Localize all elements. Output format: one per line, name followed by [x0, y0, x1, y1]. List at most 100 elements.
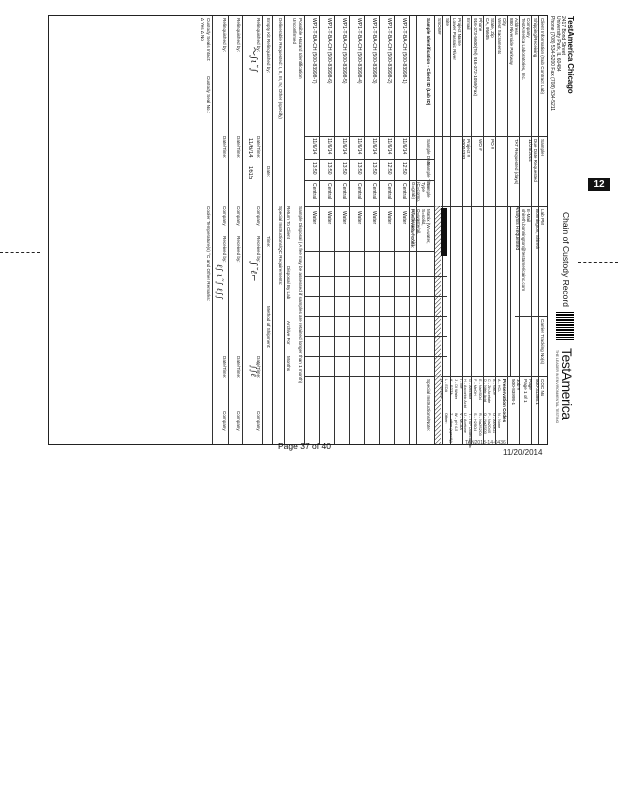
project-label: Project Name [457, 18, 462, 46]
sample-type: Central [341, 183, 347, 200]
lab-pm-label: Lab PM [540, 209, 545, 225]
sample-time: 12:50 [386, 162, 392, 175]
po-label: PO # [490, 139, 495, 150]
datetime-label-1: Date/Time: [256, 136, 261, 159]
preservation-code-item: D - Nitric Acid [482, 379, 487, 402]
project-no-value: 50004393 [461, 139, 466, 160]
grid-line [284, 16, 285, 444]
months-label: Months [286, 356, 291, 372]
grid-vline [305, 376, 435, 377]
address-value: 880 Riverside Parkway [509, 18, 514, 65]
sample-matrix: Water [356, 211, 362, 225]
kit-date-label: Date: [266, 166, 271, 177]
grid-line [434, 16, 435, 444]
sample-matrix: Water [326, 211, 332, 225]
phone-value: 916-373-5600(Tel) 916-372-1059(Fax) [473, 18, 478, 97]
form-grid: Client Information (Sub Contract Lab) Sh… [48, 15, 548, 448]
grid-vline [305, 336, 447, 337]
grid-vline [305, 159, 435, 160]
analysis-header: Analysis Requested [510, 206, 520, 376]
lab-address-line2: University Park, IL 60484 [554, 16, 561, 72]
sample-id: WP1-T-BA-CH (500-83998-1) [401, 18, 407, 84]
sample-date: 11/6/14 [311, 138, 317, 155]
job-stamp: TAN2013-14-0436 [465, 440, 506, 446]
company-label-3: Company [222, 206, 227, 226]
coc-label: COC No [540, 379, 545, 397]
preservation-code-item: C - Zn Acetate [487, 379, 492, 404]
sample-date: 11/6/14 [326, 138, 332, 155]
page-value: Page 1 of 1 [523, 379, 528, 403]
date-stamp: 11/20/2014 [503, 448, 543, 457]
datetime-label-3: Date/Time: [222, 136, 227, 159]
special-header: Special Instructions/Note: [426, 379, 431, 432]
sample-id: WP1-T-BA-CH (500-83998-6) [326, 18, 332, 84]
preservation-code-item: S - H2SO4 [473, 413, 477, 432]
site-label: Site [445, 18, 450, 26]
sample-time: 13:50 [371, 162, 377, 175]
seals-label: Custody Seals Intact: [206, 18, 211, 62]
analysis-fill-bar [441, 208, 447, 256]
grid-vline [305, 206, 435, 207]
preservation-code-item: W - pH 4-5 [453, 413, 458, 432]
email-label: Email [466, 18, 471, 30]
preservation-code-item: H - Ascorbic Acid [463, 379, 468, 408]
city-value: West Sacramento [497, 18, 502, 55]
relinquished-time-1: 1615 [247, 166, 253, 180]
lab-address-block: TestAmerica Chicago 2417 Bond Street Uni… [549, 16, 575, 126]
grid-vline [305, 180, 435, 181]
sample-matrix: Water [401, 211, 407, 225]
company-label-1: Company [256, 206, 261, 226]
preservation-code-item: Other: [444, 413, 449, 424]
kit-time-label: Time: [266, 236, 271, 248]
grid-vline [305, 356, 447, 357]
datetime-label-r2: Date/Time: [236, 356, 241, 379]
preservation-code-item: I - Ice [458, 379, 463, 389]
datetime-label-2: Date/Time: [236, 136, 241, 159]
preservation-code-header: Preservation Code: [410, 209, 415, 249]
sample-id: WP1-T-BA-CH (500-83998-5) [341, 18, 347, 84]
sample-time: 13:50 [341, 162, 347, 175]
company-label-r1: Company [256, 411, 261, 431]
fold-mark-right [578, 262, 618, 263]
sampler-label: Sampler [540, 139, 545, 157]
lab-pm-value: Bonnington, Shireth [535, 209, 540, 250]
company-label-r3: Company [222, 411, 227, 431]
sample-time: 13:50 [326, 162, 332, 175]
relinquished-label-3: Relinquished by: [222, 18, 227, 52]
sample-id-header: Sample Identification - Client ID (Lab I… [426, 18, 431, 106]
lab-email-label: E-Mail [526, 209, 531, 223]
chain-of-custody-form: TestAmerica Chicago 2417 Bond Street Uni… [43, 12, 578, 448]
grid-vline [515, 316, 547, 317]
sample-id: WP1-T-BA-CH (500-83998-4) [356, 18, 362, 84]
preservation-code-item: G - Amchlor [468, 379, 473, 400]
sample-matrix: Water [311, 211, 317, 225]
preservation-code-item: B - NaOH [492, 379, 497, 396]
archive-label: Archive For [286, 321, 291, 345]
preservation-code-item: F - MeOH [473, 379, 477, 396]
grid-line [272, 16, 273, 444]
preservation-code-item: Q - Na2SO3 [482, 413, 487, 434]
seal-no-label: Custody Seal No.: [206, 76, 211, 114]
fold-mark-left [0, 252, 40, 253]
preservation-code-item: V - MCAA [458, 413, 463, 430]
phone-label: Phone [478, 18, 483, 32]
sample-matrix: Water [371, 211, 377, 225]
analysis-hatched-row [435, 206, 441, 444]
received-label-3: Received by: [222, 236, 227, 263]
seals-yes-no: Δ Yes Δ No [200, 18, 205, 41]
sample-date: 11/6/14 [341, 138, 347, 155]
grid-line [507, 16, 508, 444]
preservation-code-item: A - HCL [497, 379, 501, 393]
wo-label: WO # [478, 139, 483, 151]
sample-date: 11/6/14 [401, 138, 407, 155]
preservation-code-item: K - EDTA [449, 379, 453, 395]
received-signature-3: ℓ∫ ι˜∫ ℓ∫∫ [215, 264, 224, 300]
grid-line [262, 16, 263, 444]
sample-time: 12:50 [401, 162, 407, 175]
state-zip-label: State, Zip [490, 18, 495, 38]
